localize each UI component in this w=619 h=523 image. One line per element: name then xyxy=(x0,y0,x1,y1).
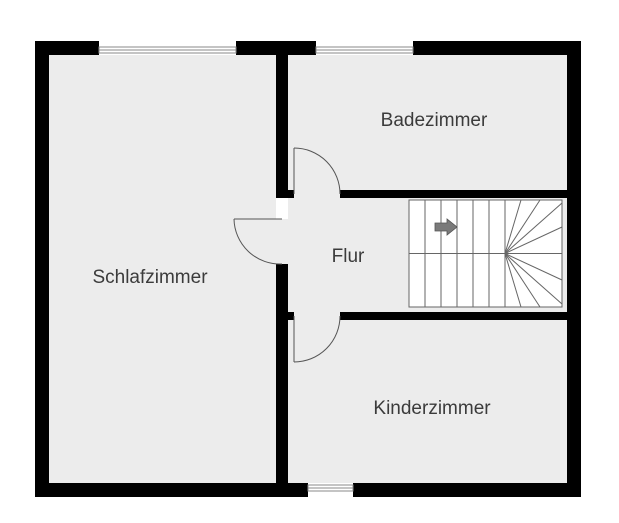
window-top-left xyxy=(98,46,237,54)
arrow-right-icon xyxy=(434,218,458,236)
walls xyxy=(35,41,581,497)
wall-flur-kinder-left xyxy=(276,312,294,320)
label-schlafzimmer: Schlafzimmer xyxy=(92,267,208,288)
window-top-right xyxy=(315,46,414,54)
windows xyxy=(98,46,414,492)
door-schlafzimmer xyxy=(233,218,288,265)
label-flur: Flur xyxy=(332,246,365,267)
wall-top-left xyxy=(35,41,99,55)
wall-top-right xyxy=(413,41,581,55)
wall-bottom-left xyxy=(35,483,308,497)
wall-right xyxy=(567,41,581,497)
label-badezimmer: Badezimmer xyxy=(381,110,488,131)
kinderzimmer-floor xyxy=(288,320,567,483)
wall-flur-kinder-right xyxy=(340,312,567,320)
room-floors xyxy=(49,55,567,483)
label-kinderzimmer: Kinderzimmer xyxy=(373,398,491,419)
badezimmer-floor xyxy=(288,55,567,190)
wall-bad-flur-right xyxy=(340,190,567,198)
door-kinderzimmer xyxy=(293,312,341,363)
door-badezimmer xyxy=(293,147,341,198)
wall-bottom-right xyxy=(353,483,581,497)
doors xyxy=(233,147,341,363)
staircase xyxy=(408,199,563,308)
wall-interior-vertical-top xyxy=(276,55,288,190)
wall-interior-vertical-bottom xyxy=(276,264,288,483)
wall-top-middle xyxy=(236,41,316,55)
wall-left xyxy=(35,41,49,497)
schlafzimmer-floor xyxy=(49,55,276,483)
wall-bad-flur-left xyxy=(276,190,294,198)
window-bottom xyxy=(307,484,354,492)
